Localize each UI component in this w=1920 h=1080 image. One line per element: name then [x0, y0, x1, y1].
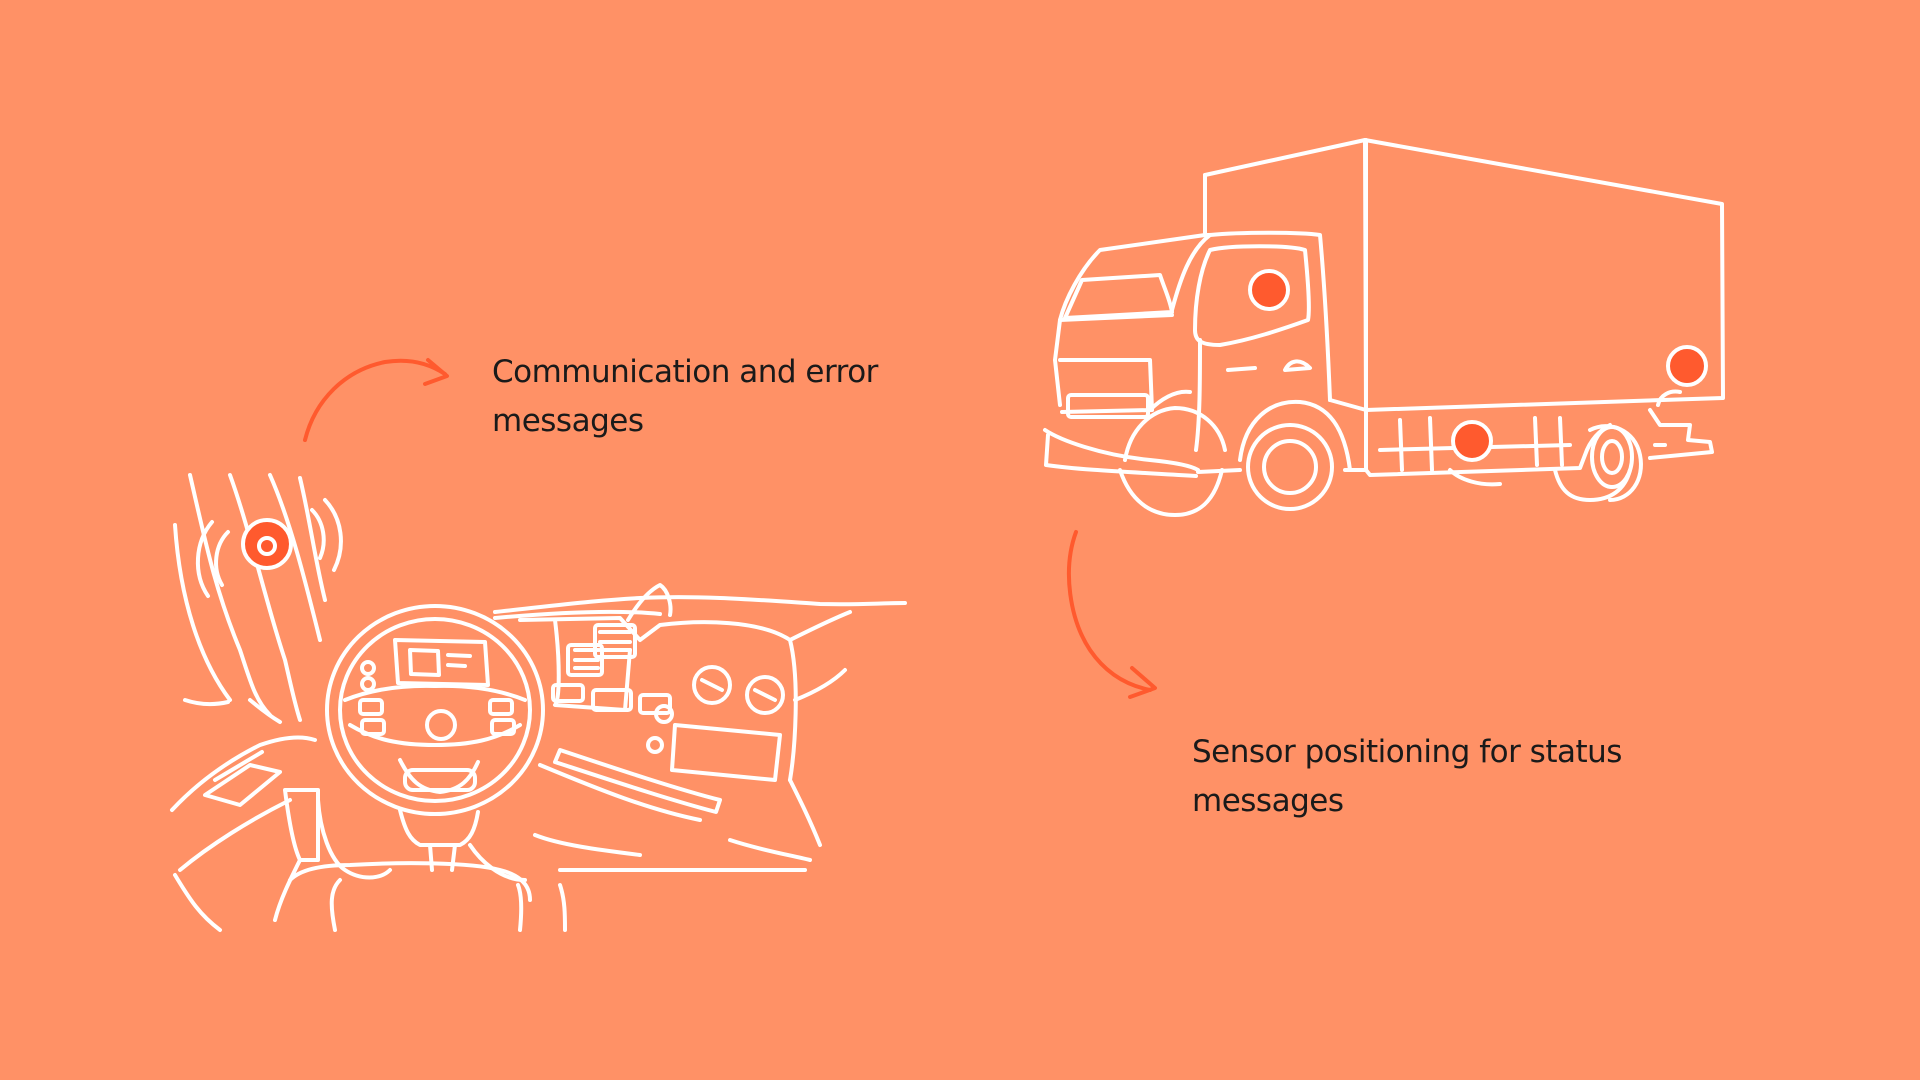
- annotation-sensor-positioning: Sensor positioning for status messages: [1192, 728, 1652, 826]
- curved-arrow-icon: [1069, 532, 1155, 697]
- sensor-dot-icon: [243, 520, 291, 568]
- sensor-dot-icon: [1668, 347, 1706, 385]
- curved-arrow-icon: [305, 360, 447, 440]
- sensor-dot-icon: [1250, 271, 1288, 309]
- truck-illustration: [1045, 140, 1723, 515]
- annotation-communication-error-messages: Communication and error messages: [492, 348, 912, 446]
- sensor-dot-icon: [1453, 422, 1491, 460]
